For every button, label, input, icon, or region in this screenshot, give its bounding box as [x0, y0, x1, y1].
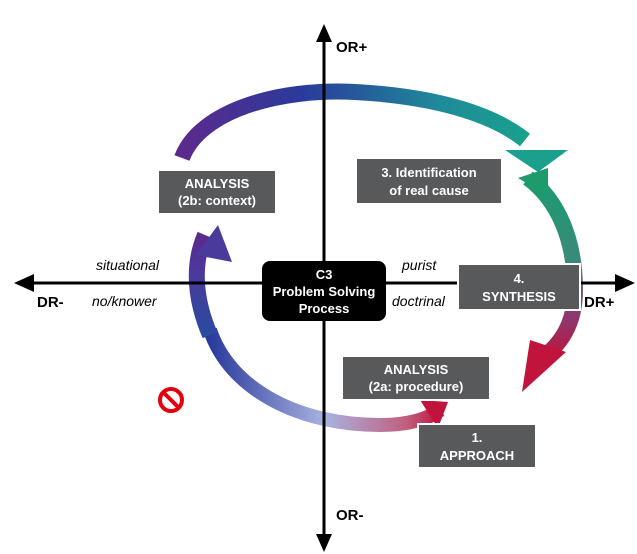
- approach-line1: 1.: [472, 430, 483, 445]
- identification-line2: of real cause: [389, 183, 469, 198]
- arc-top: [174, 83, 530, 162]
- label-purist: purist: [401, 257, 437, 273]
- arrowhead-bottom-right: [522, 340, 566, 392]
- center-box: C3 Problem Solving Process: [262, 261, 386, 321]
- arrowhead-top: [505, 150, 568, 172]
- box-analysis-context: ANALYSIS (2b: context): [157, 169, 277, 215]
- label-doctrinal: doctrinal: [392, 293, 446, 309]
- analysis-context-line1: ANALYSIS: [185, 176, 250, 191]
- center-line3: Process: [299, 301, 350, 316]
- arrowhead-axis-up: [316, 24, 332, 42]
- synthesis-line2: SYNTHESIS: [482, 289, 556, 304]
- arrowhead-right: [518, 168, 548, 196]
- box-analysis-procedure: ANALYSIS (2a: procedure): [341, 355, 491, 401]
- box-approach: 1. APPROACH: [417, 423, 537, 469]
- arrowhead-left: [196, 225, 232, 262]
- label-no-knower: no/knower: [92, 293, 158, 309]
- arrowhead-axis-down: [316, 534, 332, 552]
- analysis-context-line2: (2b: context): [178, 193, 256, 208]
- axis-label-left: DR-: [37, 294, 64, 311]
- analysis-procedure-line2: (2a: procedure): [369, 379, 464, 394]
- arrowhead-axis-left: [14, 274, 34, 292]
- axis-label-top: OR+: [336, 39, 368, 56]
- box-identification: 3. Identification of real cause: [355, 157, 503, 205]
- synthesis-line1: 4.: [514, 271, 525, 286]
- center-line1: C3: [316, 267, 333, 282]
- arrowhead-approach: [420, 400, 448, 428]
- arc-bottom: [203, 327, 445, 433]
- identification-line1: 3. Identification: [381, 165, 476, 180]
- analysis-procedure-line1: ANALYSIS: [384, 362, 449, 377]
- label-situational: situational: [96, 257, 160, 273]
- box-synthesis: 4. SYNTHESIS: [457, 263, 581, 311]
- axis-label-bottom: OR-: [336, 507, 364, 524]
- center-line2: Problem Solving: [273, 284, 376, 299]
- no-entry-icon: [158, 387, 184, 413]
- approach-line2: APPROACH: [440, 448, 514, 463]
- axis-label-right: DR+: [584, 294, 615, 311]
- arrowhead-axis-right: [615, 274, 635, 292]
